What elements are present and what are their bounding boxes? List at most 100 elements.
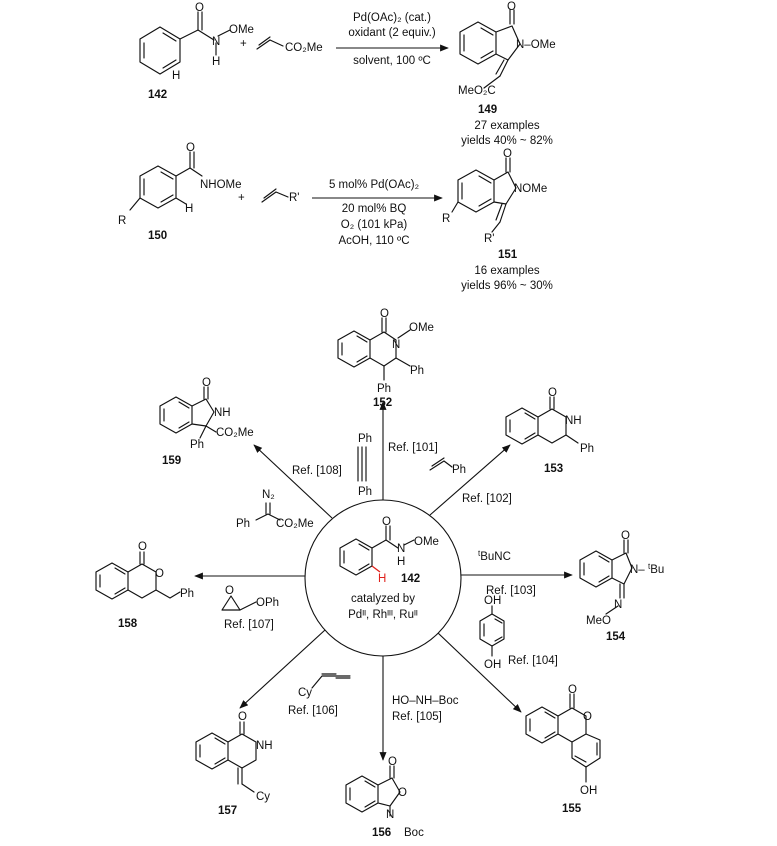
reaction-1: O N OMe H H 142 + CO₂Me Pd(OAc)₂ (cat.) … xyxy=(139,1,556,147)
atom-tbu: tBu xyxy=(648,562,664,576)
reagent-ester: CO₂Me xyxy=(285,42,323,54)
product-156: O O N 156 Boc xyxy=(345,756,424,839)
atom-cy: Cy xyxy=(256,791,270,803)
product-154: O N– tBu N MeO 154 xyxy=(579,530,664,643)
atom-n: N xyxy=(397,543,405,555)
compound-label-152: 152 xyxy=(373,397,392,409)
reference-label: Ref. [106] xyxy=(288,705,338,717)
reference-label: Ref. [105] xyxy=(392,711,442,723)
reagent-styrene: Ph xyxy=(429,457,466,476)
atom-ph: Ph xyxy=(180,588,194,600)
atom-nh: NH xyxy=(256,740,273,752)
reaction-2: O NHOMe H R 150 + R' 5 mol% Pd(OAc)₂ 20 … xyxy=(118,142,553,292)
reagent-isocyanide: tBuNC xyxy=(478,549,511,563)
compound-label-155: 155 xyxy=(562,803,582,815)
atom-n: N xyxy=(614,599,622,611)
atom-ph: Ph xyxy=(580,443,594,455)
atom-r: R xyxy=(118,215,126,227)
atom-ph: Ph xyxy=(190,439,204,451)
atom-nh: NH xyxy=(214,407,231,419)
plus-sign: + xyxy=(240,38,247,50)
product-153: O NH Ph 153 xyxy=(505,387,594,475)
atom-o: O xyxy=(238,711,247,723)
product-149: O N–OMe MeO₂C 149 27 examples yields 40%… xyxy=(458,1,556,147)
arrow-to-157 xyxy=(239,629,326,709)
compound-label-150: 150 xyxy=(148,230,167,242)
reagent-alkene: R' xyxy=(261,188,300,204)
atom-o: O xyxy=(380,308,389,320)
atom-h: H xyxy=(172,70,180,82)
atom-n: N– xyxy=(630,564,645,576)
atom-o: O xyxy=(503,148,512,160)
compound-label-159: 159 xyxy=(162,455,181,467)
reagent-oh: OH xyxy=(484,659,501,671)
atom-o: O xyxy=(388,756,397,768)
spoke-154: tBuNC Ref. [103] O N– tBu N MeO 154 xyxy=(478,530,664,643)
atom-o: O xyxy=(186,142,195,154)
spoke-155: OH OH Ref. [104] O O OH 155 xyxy=(479,595,601,815)
atom-h: H xyxy=(185,203,193,215)
reactant-142: O N OMe H H 142 xyxy=(139,2,254,101)
condition-line: AcOH, 110 ºC xyxy=(338,235,409,247)
c-h-bond-highlight xyxy=(371,565,381,573)
spoke-arrows xyxy=(194,401,573,761)
atom-r-prime: R' xyxy=(484,233,495,245)
compound-142-hub: O N H OMe H 142 xyxy=(339,516,439,585)
atom-nhome: NHOMe xyxy=(200,179,242,191)
atom-meo: MeO xyxy=(586,615,611,627)
spoke-153: Ph Ref. [102] O NH Ph 153 xyxy=(429,387,594,505)
reagent-r-prime: R' xyxy=(289,192,300,204)
reagent-oph: OPh xyxy=(256,597,279,609)
reference-label: Ref. [101] xyxy=(388,442,438,454)
atom-h: H xyxy=(397,556,405,568)
reagent-ph: Ph xyxy=(236,518,250,530)
spoke-152: Ph Ph Ref. [101] O N OMe Ph Ph 152 xyxy=(337,308,438,498)
atom-n: N xyxy=(392,339,400,351)
reference-label: Ref. [103] xyxy=(486,585,536,597)
product-159: O NH Ph CO₂Me 159 xyxy=(159,377,254,467)
condition-line: 5 mol% Pd(OAc)₂ xyxy=(329,179,419,191)
condition-line: solvent, 100 ºC xyxy=(353,55,431,67)
examples-count: 16 examples xyxy=(474,265,539,277)
reference-label: Ref. [107] xyxy=(224,619,274,631)
atom-nome: NOMe xyxy=(514,183,547,195)
atom-ph: Ph xyxy=(377,383,391,395)
atom-o: O xyxy=(202,377,211,389)
catalysts-list: Pdᴵᴵ, Rhᴵᴵᴵ, Ruᴵᴵ xyxy=(348,609,418,621)
spoke-159: N₂ Ph CO₂Me Ref. [108] O NH Ph CO₂Me 159 xyxy=(159,377,342,530)
compound-label-151: 151 xyxy=(498,249,518,261)
yield-range: yields 40% ~ 82% xyxy=(461,135,553,147)
reference-label: Ref. [108] xyxy=(292,465,342,477)
atom-n-ome: N–OMe xyxy=(516,39,556,51)
atom-o: O xyxy=(155,568,164,580)
examples-count: 27 examples xyxy=(474,120,539,132)
reactant-150: O NHOMe H R 150 xyxy=(118,142,242,242)
condition-line: O₂ (101 kPa) xyxy=(341,219,408,231)
reagent-ph: Ph xyxy=(358,486,372,498)
atom-boc: Boc xyxy=(404,827,424,839)
product-155: O O OH 155 xyxy=(525,684,601,815)
atom-o: O xyxy=(548,387,557,399)
product-157: O NH Cy 157 xyxy=(195,711,273,817)
arrow-to-155 xyxy=(437,632,522,713)
yield-range: yields 96% ~ 30% xyxy=(461,280,553,292)
atom-h-reactive: H xyxy=(378,573,386,585)
arrow-to-159 xyxy=(253,444,333,519)
atom-ester: MeO₂C xyxy=(458,85,496,97)
atom-o: O xyxy=(382,516,391,528)
reagent-hydroquinone: OH OH xyxy=(479,595,505,671)
atom-o: O xyxy=(507,1,516,13)
atom-ph: Ph xyxy=(410,365,424,377)
reagent-allene: Cy xyxy=(298,673,351,699)
spoke-157: Cy Ref. [106] O NH Cy 157 xyxy=(195,673,351,817)
atom-o: O xyxy=(138,541,147,553)
compound-label-142: 142 xyxy=(148,89,167,101)
reagent-ph: Ph xyxy=(358,433,372,445)
compound-label-157: 157 xyxy=(218,805,237,817)
product-152: O N OMe Ph Ph 152 xyxy=(337,308,434,409)
atom-o: O xyxy=(568,684,577,696)
product-151: O NOMe R R' 151 16 examples yields 96% ~… xyxy=(442,148,553,292)
compound-label-156: 156 xyxy=(372,827,391,839)
reagent-diazo: N₂ Ph CO₂Me xyxy=(236,489,314,530)
